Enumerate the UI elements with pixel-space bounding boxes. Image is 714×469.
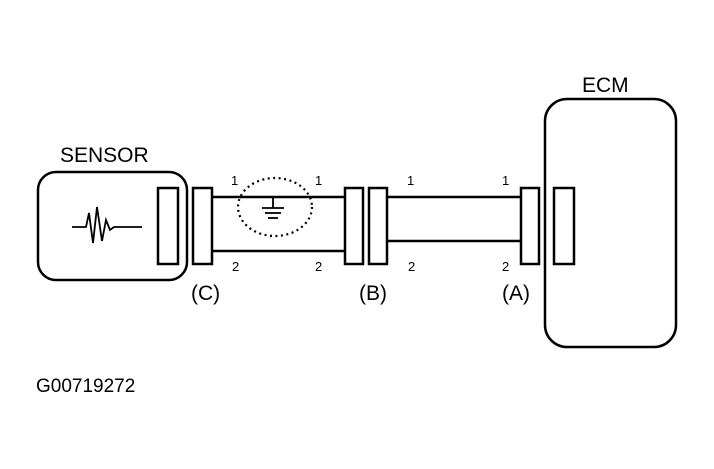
ecm-connector (552, 186, 576, 266)
ecm-label: ECM (582, 74, 629, 97)
connector-c-body (191, 186, 214, 266)
pin-label: 1 (231, 173, 238, 188)
ecm-box (543, 97, 678, 349)
connector-a-label: (A) (502, 282, 530, 305)
pin-label: 2 (502, 259, 509, 274)
pin-label: 2 (408, 259, 415, 274)
connector-b: (B) (343, 186, 389, 305)
wire-harness (212, 195, 521, 253)
connector-a: (A) (502, 186, 541, 305)
connector-c-label: (C) (191, 282, 220, 305)
ecm-unit: ECM (543, 74, 678, 349)
connector-b-right-body (367, 186, 389, 266)
sensor-label: SENSOR (60, 144, 149, 167)
pin-label: 2 (315, 259, 322, 274)
pin-label: 1 (315, 173, 322, 188)
pin-label: 2 (232, 259, 239, 274)
sensor-connector (156, 186, 180, 266)
sensor-box (36, 170, 189, 282)
pin-numbers: 1 1 2 2 1 1 2 2 (231, 173, 509, 274)
fault-circle (236, 176, 314, 238)
ground-icon (262, 197, 284, 219)
figure-code: G00719272 (36, 376, 135, 397)
short-to-ground (236, 176, 314, 238)
connector-a-body (519, 186, 541, 266)
pin-label: 1 (407, 173, 414, 188)
sensor-signal-icon (72, 206, 142, 244)
connector-b-left-body (343, 186, 365, 266)
connector-b-label: (B) (359, 282, 387, 305)
sensor-unit: SENSOR (36, 144, 189, 282)
pin-label: 1 (502, 173, 509, 188)
connector-c: (C) (191, 186, 220, 305)
